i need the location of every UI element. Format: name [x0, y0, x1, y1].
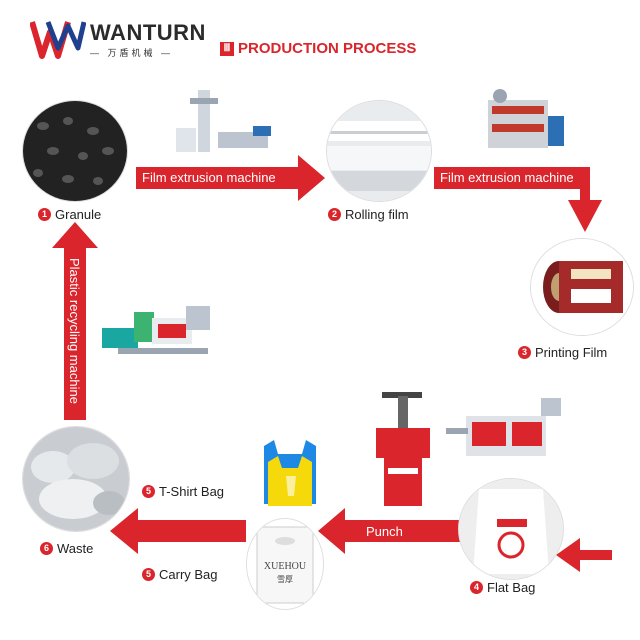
arrow-extrusion-1 — [136, 155, 325, 201]
arrow-label-extrusion-2: Film extrusion machine — [440, 170, 574, 185]
film-extrusion-machine-image — [168, 88, 278, 160]
brand-subtitle: — 万盾机械 — — [90, 48, 174, 58]
waste-image — [22, 426, 130, 532]
brand-name: WANTURN — [90, 20, 206, 45]
step-t-shirt-bag-label: 5 T-Shirt Bag — [142, 484, 224, 499]
arrow-recycling — [52, 222, 98, 420]
step-number: 3 — [518, 346, 531, 359]
arrow-to-waste — [110, 508, 246, 554]
step-number: 4 — [470, 581, 483, 594]
granule-image — [22, 100, 128, 202]
carry-bag-image: XUEHOU 雪厚 — [246, 518, 324, 610]
brand-logo — [29, 18, 87, 65]
step-text: Carry Bag — [159, 567, 218, 582]
section-title-text: PRODUCTION PROCESS — [238, 40, 417, 57]
wanturn-logo-icon — [29, 21, 87, 59]
arrow-label-extrusion-1: Film extrusion machine — [142, 170, 276, 185]
arrow-bag-making — [556, 365, 612, 572]
t-shirt-bag-image — [258, 436, 322, 508]
arrow-label-punch: Punch — [366, 524, 403, 539]
step-text: Waste — [57, 541, 94, 556]
section-title: Ⅲ PRODUCTION PROCESS — [220, 40, 416, 57]
arrow-extrusion-2 — [434, 167, 602, 232]
step-number: 2 — [328, 208, 341, 221]
step-waste-label: 6 Waste — [40, 541, 93, 556]
arrow-label-recycling: Plastic recycling machine — [67, 258, 82, 404]
step-text: Printing Film — [535, 345, 608, 360]
rolling-film-image — [326, 100, 432, 202]
step-number: 6 — [40, 542, 53, 555]
step-number: 1 — [38, 208, 51, 221]
step-text: Granule — [55, 207, 102, 222]
step-rolling-film-label: 2 Rolling film — [328, 207, 409, 222]
step-carry-bag-label: 5 Carry Bag — [142, 567, 218, 582]
step-text: Rolling film — [345, 207, 409, 222]
arrow-label-bag-making: Bag making machine — [592, 370, 607, 492]
step-number: 5 — [142, 568, 155, 581]
step-text: Flat Bag — [487, 580, 536, 595]
step-granule-label: 1 Granule — [38, 207, 101, 222]
bag-making-machine-image — [446, 388, 566, 468]
carry-bag-print-2: 雪厚 — [277, 575, 293, 584]
step-number: 5 — [142, 485, 155, 498]
flat-bag-image — [458, 478, 564, 580]
step-text: T-Shirt Bag — [159, 484, 225, 499]
brand-text: WANTURN — 万盾机械 — — [90, 20, 206, 59]
section-numeral: Ⅲ — [220, 41, 234, 56]
printing-film-image — [530, 238, 634, 336]
carry-bag-print-1: XUEHOU — [263, 561, 307, 572]
punch-machine-image — [372, 388, 434, 510]
arrow-punch — [318, 508, 460, 554]
step-printing-film-label: 3 Printing Film — [518, 345, 607, 360]
printing-machine-image — [478, 86, 570, 156]
step-flat-bag-label: 4 Flat Bag — [470, 580, 535, 595]
plastic-recycling-machine-image — [98, 298, 214, 370]
